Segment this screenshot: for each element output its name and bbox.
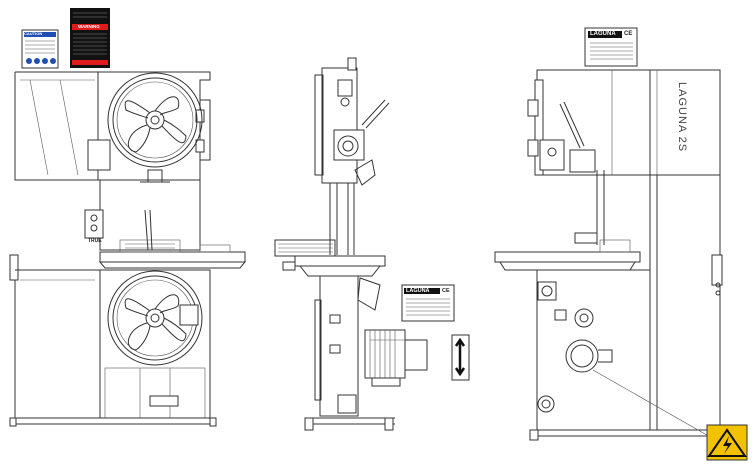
rear-body-brand: LAGUNA 2S xyxy=(676,82,688,153)
upper-housing xyxy=(15,71,211,181)
caution-label-header xyxy=(24,32,56,37)
upper-door xyxy=(14,72,98,181)
rear-nameplate-lines xyxy=(590,42,633,60)
side-view xyxy=(274,57,470,431)
center-nameplate-brand: LAGUNA xyxy=(406,288,430,294)
caution-label-text-lines xyxy=(25,40,56,64)
front-switch xyxy=(84,209,104,239)
hazard-leader-line xyxy=(592,369,713,439)
caution-label-title: CAUTION xyxy=(24,31,43,36)
warning-label-header xyxy=(72,24,108,30)
rear-tension-box xyxy=(539,139,565,171)
motor xyxy=(364,329,428,387)
rear-view xyxy=(494,27,748,461)
rear-dust-port xyxy=(565,339,599,373)
center-nameplate-lines xyxy=(406,298,450,316)
side-lower-cabinet xyxy=(319,275,359,417)
front-view xyxy=(9,8,247,427)
front-side-mark: TRUE xyxy=(88,238,102,244)
center-nameplate-ce: CE xyxy=(442,288,450,294)
rear-nameplate-brand: LAGUNA xyxy=(590,31,616,37)
front-table xyxy=(98,239,247,269)
side-upper-frame xyxy=(321,67,358,184)
rear-nameplate-brand-bar xyxy=(588,31,622,38)
rear-nameplate-ce: CE xyxy=(624,31,633,37)
upper-wheel xyxy=(107,72,203,168)
warning-label-footer xyxy=(72,60,108,65)
rear-table xyxy=(494,239,641,271)
lower-housing xyxy=(14,269,211,419)
center-nameplate-brand-bar xyxy=(404,288,440,294)
warning-label-title: WARNING xyxy=(78,24,100,29)
side-tension-knob xyxy=(333,129,365,161)
warning-label-text-lines xyxy=(73,12,107,55)
side-table xyxy=(274,239,386,311)
front-hinge xyxy=(87,139,111,171)
